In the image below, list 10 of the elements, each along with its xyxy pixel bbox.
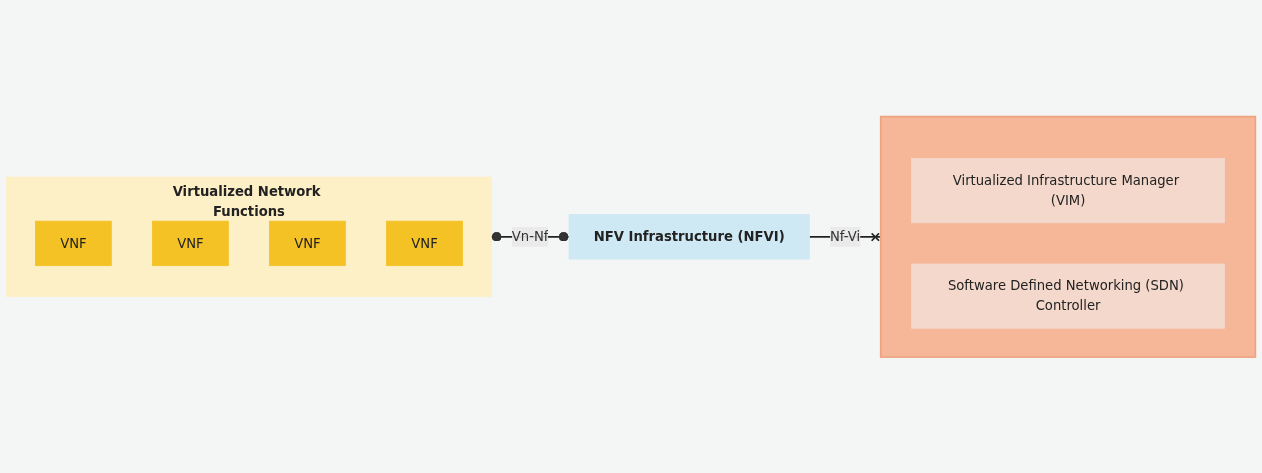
node-box: VNF bbox=[152, 220, 229, 266]
node-box: Virtualized Infrastructure Manager (VIM) bbox=[911, 157, 1225, 223]
node-box: VNF bbox=[269, 220, 346, 266]
node-box: Software Defined Networking (SDN) Controller bbox=[911, 263, 1225, 329]
edge-label: Nf-Vi bbox=[829, 228, 861, 244]
node-box: NFV Infrastructure (NFVI) bbox=[568, 213, 810, 260]
node-box: VNF bbox=[386, 220, 463, 266]
cluster bbox=[879, 115, 1257, 358]
node-box: VNF bbox=[35, 220, 112, 266]
edge-label: Vn-Nf bbox=[511, 228, 549, 244]
